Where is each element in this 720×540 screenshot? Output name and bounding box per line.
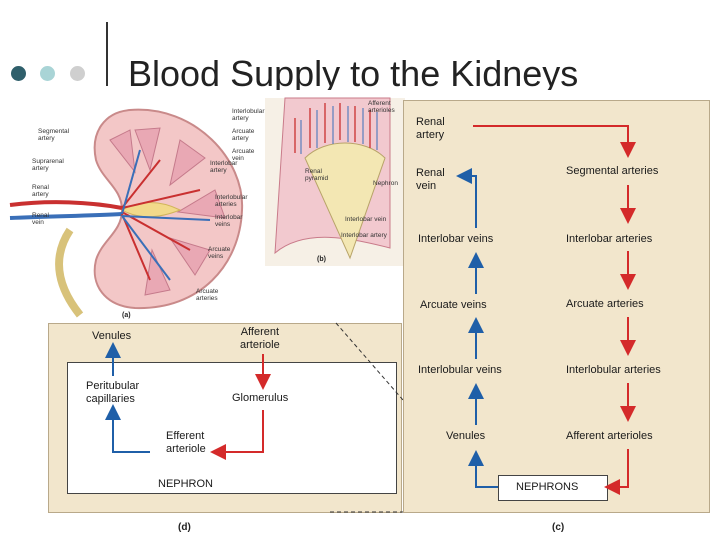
d-arrow-glomerulus-to-efferent xyxy=(210,410,264,460)
kidney-illustration: Segmental artery Suprarenal artery Renal… xyxy=(9,100,272,320)
c-nephrons-label: NEPHRONS xyxy=(516,481,579,493)
label-interlobar-artery-b: Interlobar artery xyxy=(341,232,387,239)
nephrons-box xyxy=(498,475,608,501)
d-peritubular-capillaries: Peritubular capillaries xyxy=(86,380,140,405)
c-arcuate-veins: Arcuate veins xyxy=(420,299,487,311)
label-interlobar-veins: Interlobar veins xyxy=(215,214,243,228)
label-renal-pyramid: Renal pyramid xyxy=(305,168,329,182)
d-afferent-arteriole: Afferent arteriole xyxy=(240,326,280,351)
c-arrow-interlobar-veins xyxy=(456,168,477,228)
label-interlobar-artery: Interlobar artery xyxy=(210,160,238,174)
c-renal-vein: Renal vein xyxy=(416,167,445,192)
c-renal-artery: Renal artery xyxy=(416,116,445,141)
label-arcuate-veins: Arcuate veins xyxy=(208,246,231,260)
c-arrow-afferent-to-nephrons xyxy=(604,449,629,495)
pyramid-illustration: Afferent arterioles Renal pyramid Nephro… xyxy=(265,97,405,266)
nephron-box xyxy=(67,362,397,494)
c-venules: Venules xyxy=(446,430,486,442)
c-segmental-arteries: Segmental arteries xyxy=(566,165,659,177)
slide-title: Blood Supply to the Kidneys xyxy=(128,53,579,90)
pyramid-drawing xyxy=(265,97,405,266)
panel-c-letter: (c) xyxy=(552,522,565,533)
bullet-dot-2 xyxy=(40,66,55,81)
label-nephron: Nephron xyxy=(373,180,398,187)
connector-dashed xyxy=(330,322,404,513)
c-interlobular-arteries: Interlobular arteries xyxy=(566,364,661,376)
c-afferent-arterioles: Afferent arterioles xyxy=(566,430,653,442)
c-arcuate-arteries: Arcuate arteries xyxy=(566,298,644,310)
renal-vessels xyxy=(9,149,211,281)
label-arcuate-arteries: Arcuate arteries xyxy=(196,288,219,302)
label-afferent-arterioles: Afferent arterioles xyxy=(368,100,395,114)
label-arcuate-artery: Arcuate artery xyxy=(232,128,255,142)
kidney-drawing xyxy=(9,108,244,318)
title-divider xyxy=(106,22,108,86)
panel-b-letter: (b) xyxy=(317,256,326,263)
panel-d-letter: (d) xyxy=(178,522,191,533)
bullet-dot-1 xyxy=(11,66,26,81)
panel-c xyxy=(403,100,710,513)
label-interlobular-arteries: Interlobular arteries xyxy=(215,194,248,208)
c-arrow-renal-artery xyxy=(473,125,636,158)
label-interlobular-artery: Interlobular artery xyxy=(232,108,265,122)
label-segmental-artery: Segmental artery xyxy=(38,128,70,142)
label-renal-vein: Renal vein xyxy=(32,212,49,226)
label-interlobar-vein-b: Interlobar vein xyxy=(345,216,387,223)
label-suprarenal-artery: Suprarenal artery xyxy=(32,158,64,172)
c-interlobular-veins: Interlobular veins xyxy=(418,364,502,376)
d-efferent-arteriole: Efferent arteriole xyxy=(166,430,206,455)
c-arrow-nephrons-to-venules xyxy=(468,450,498,488)
bullet-dot-3 xyxy=(70,66,85,81)
d-glomerulus: Glomerulus xyxy=(232,392,289,404)
c-interlobar-arteries: Interlobar arteries xyxy=(566,233,653,245)
d-nephron-label: NEPHRON xyxy=(158,478,214,490)
d-venules: Venules xyxy=(92,330,132,342)
renal-pyramids xyxy=(109,127,226,296)
label-renal-artery: Renal artery xyxy=(32,184,49,198)
panel-a-letter: (a) xyxy=(122,312,131,319)
label-arcuate-vein: Arcuate vein xyxy=(232,148,255,162)
d-arrow-efferent-to-peritubular xyxy=(105,404,150,453)
c-interlobar-veins: Interlobar veins xyxy=(418,233,494,245)
